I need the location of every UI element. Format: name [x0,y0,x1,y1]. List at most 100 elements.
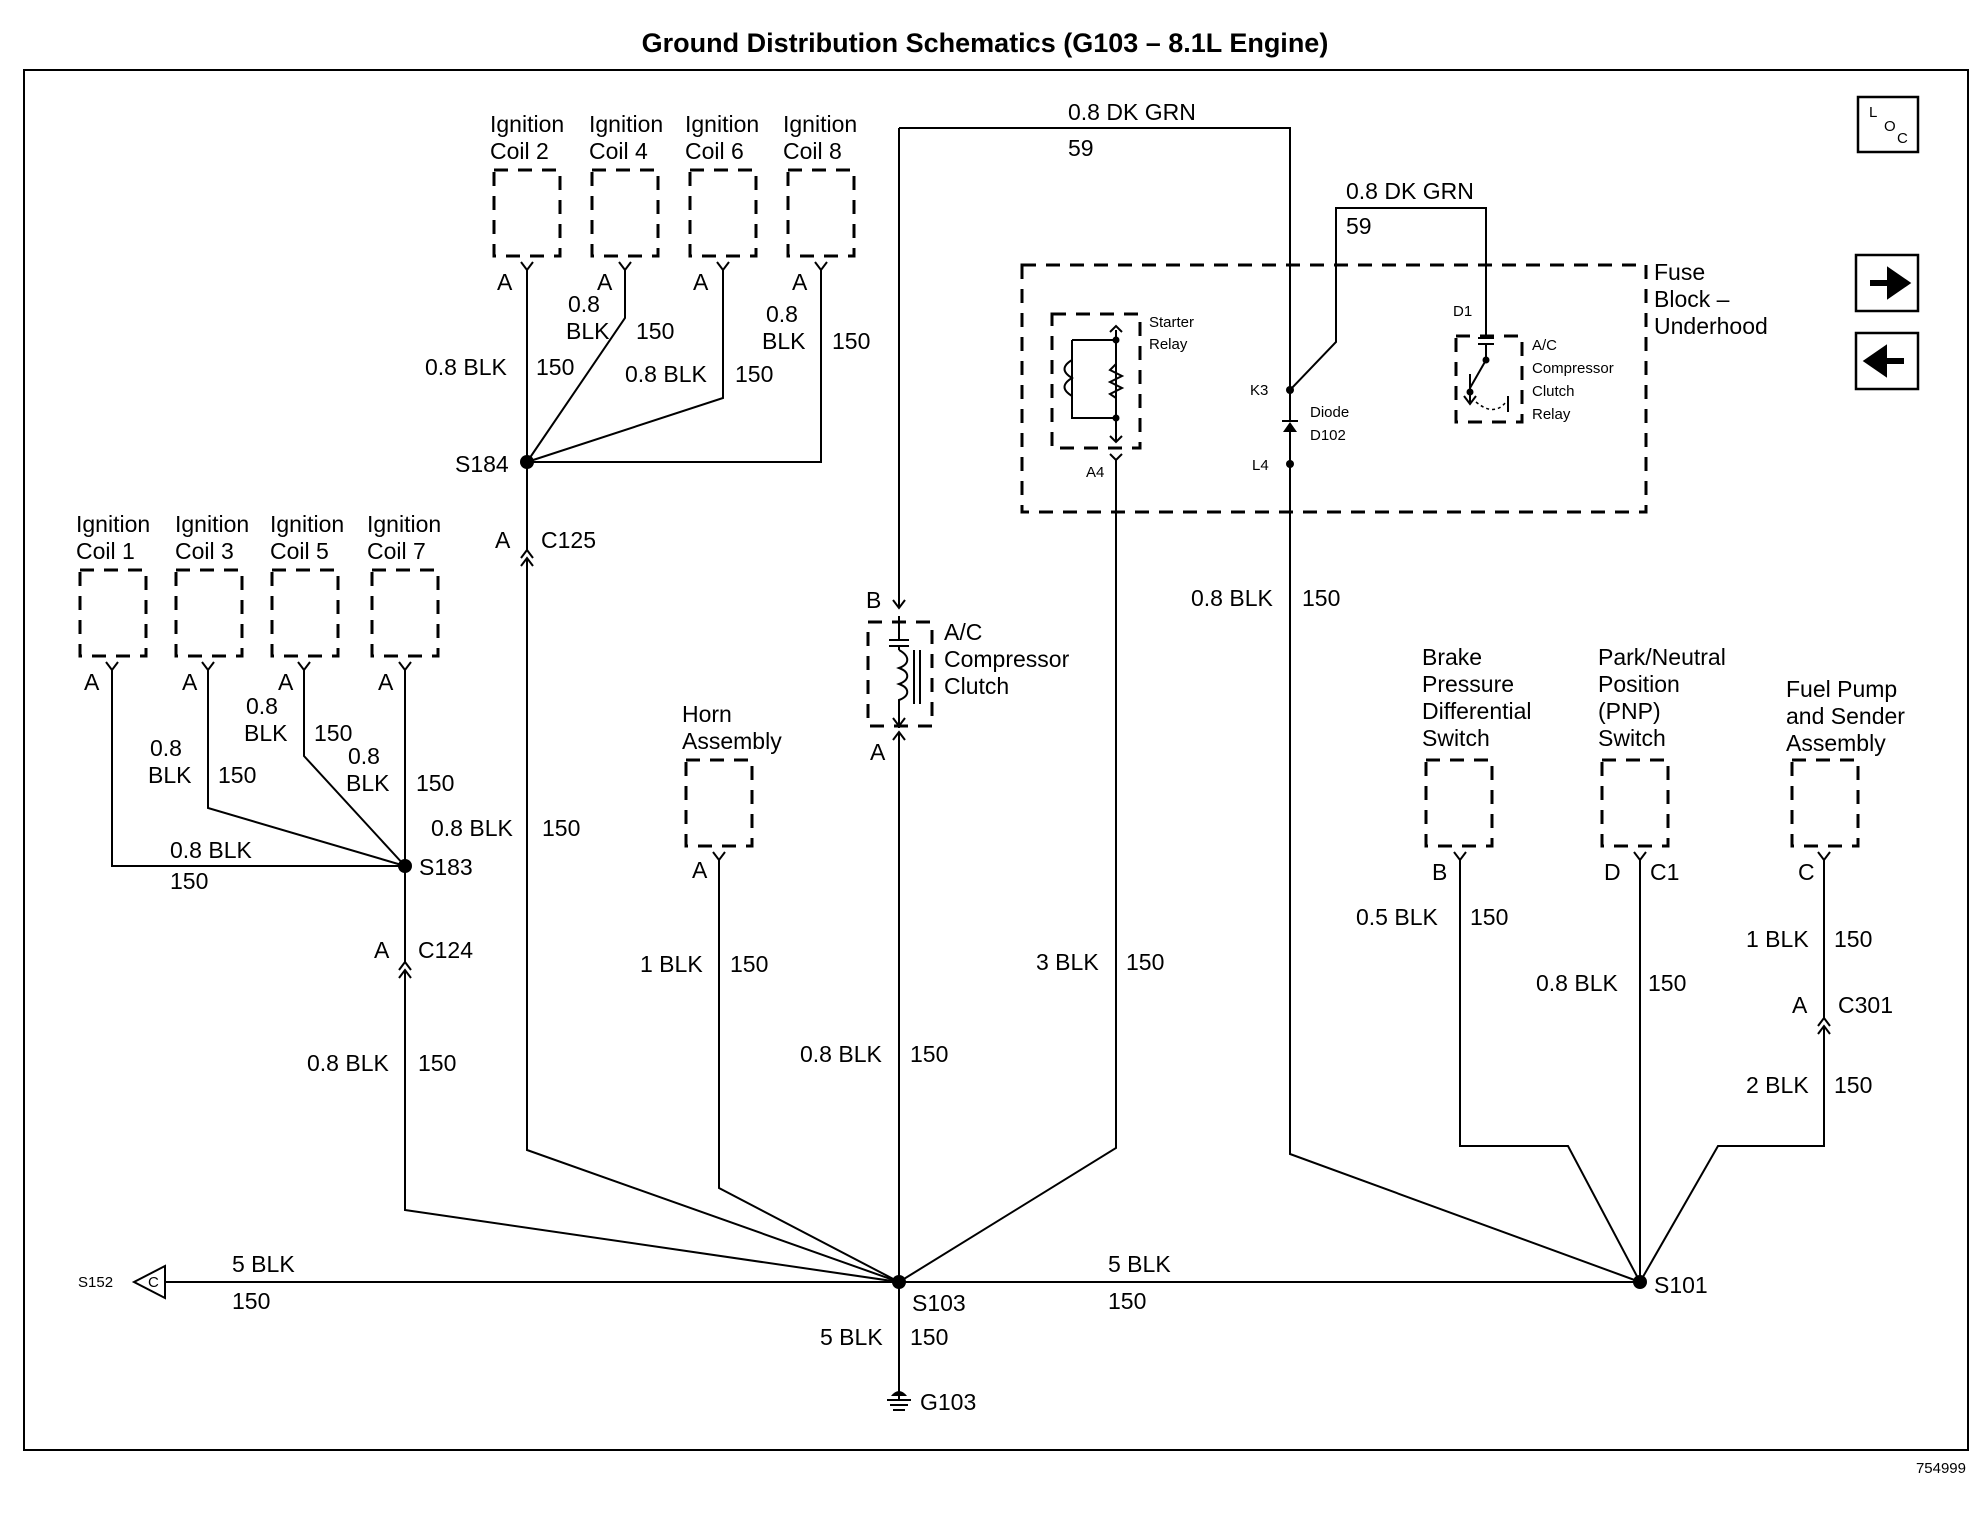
ckt-c124: 150 [418,1050,456,1076]
coil-2-label-line2: Coil 2 [490,138,549,164]
connector-c301-label: C301 [1838,992,1893,1018]
ignition-coil-1: Ignition Coil 1 [76,511,150,658]
coil-3-label-line2: Coil 3 [175,538,234,564]
ignition-coil-5: Ignition Coil 5 [270,511,344,658]
diagram-frame [23,69,1969,1451]
coil-4-label-line1: Ignition [589,111,663,137]
coil-1-wire [105,661,405,867]
pin-a-coil2: A [497,269,513,295]
wire-label-bus-left: 5 BLK [232,1251,295,1277]
wire-color-coil3: BLK [148,762,192,788]
coil-8-label-line1: Ignition [783,111,857,137]
ignition-coil-7: Ignition Coil 7 [367,511,441,658]
ac-relay-label-line2: Compressor [1532,360,1614,377]
coil-5-wire [297,661,406,867]
ckt-dk-grn-relay: 59 [1346,213,1372,239]
wire-gauge-coil3: 0.8 [150,735,182,761]
wire-label-coil1: 0.8 BLK [170,837,252,863]
brake-label-line3: Differential [1422,698,1532,724]
loc-button[interactable]: L O C [1856,95,1920,154]
wire-ac-clutch-feed [892,128,906,610]
coil-2-label-line1: Ignition [490,111,564,137]
pin-a-coil1: A [84,669,100,695]
ac-compressor-clutch [866,616,934,728]
fuel-pump-label-line2: and Sender [1786,703,1905,729]
fuse-block-label-line3: Underhood [1654,313,1768,339]
wire-label-pnp: 0.8 BLK [1536,970,1618,996]
loc-letter-o: O [1884,118,1896,135]
ckt-coil5: 150 [314,720,352,746]
pnp-label-line1: Park/Neutral [1598,644,1726,670]
ground-symbol-icon [887,1391,911,1411]
wire-label-coil2: 0.8 BLK [425,354,507,380]
wire-label-fuel-pump-upper: 1 BLK [1746,926,1809,952]
wire-color-coil4: BLK [566,318,610,344]
fuse-block-underhood [1020,263,1648,514]
ckt-starter-relay: 150 [1126,949,1164,975]
diagram-title: Ground Distribution Schematics (G103 – 8… [642,28,1329,58]
wire-ac-clutch-ground [892,730,906,1282]
pin-a-coil7: A [378,669,394,695]
wire-gauge-coil4: 0.8 [568,291,600,317]
fuel-pump-label-line3: Assembly [1786,730,1886,756]
wire-diode-ground [1289,464,1641,1283]
ckt-coil3: 150 [218,762,256,788]
pin-b-ac-clutch: B [866,587,881,613]
ac-relay-label-line3: Clutch [1532,383,1575,400]
ckt-coil1: 150 [170,868,208,894]
wire-gauge-coil7: 0.8 [348,743,380,769]
brake-switch-wire [1453,851,1641,1283]
wire-label-g103: 5 BLK [820,1324,883,1350]
ckt-coil6: 150 [735,361,773,387]
coil-8-wire [527,261,828,463]
ckt-ac-clutch: 150 [910,1041,948,1067]
ckt-dk-grn-top: 59 [1068,135,1094,161]
starter-relay [1050,312,1142,450]
coil-1-label-line2: Coil 1 [76,538,135,564]
coil-3-wire [201,661,406,867]
wire-starter-relay-ground [898,453,1123,1283]
ac-compressor-clutch-relay [1454,316,1524,424]
wire-color-coil8: BLK [762,328,806,354]
pin-c1-pnp: C1 [1650,859,1679,885]
ckt-fuel-pump-lower: 150 [1834,1072,1872,1098]
ckt-bus-left: 150 [232,1288,270,1314]
wire-dk-grn-59-top [899,127,1291,390]
arrow-right-icon [1870,266,1912,300]
coil-1-label-line1: Ignition [76,511,150,537]
brake-pressure-differential-switch: Brake Pressure Differential Switch [1422,644,1532,848]
coil-5-label-line2: Coil 5 [270,538,329,564]
ac-clutch-label-line1: A/C [944,619,982,645]
brake-label-line1: Brake [1422,644,1482,670]
splice-s103-label: S103 [912,1290,966,1316]
pin-b-brake: B [1432,859,1447,885]
prev-page-button[interactable] [1854,331,1920,391]
ckt-coil4: 150 [636,318,674,344]
coil-6-label-line1: Ignition [685,111,759,137]
loc-letter-l: L [1869,104,1877,121]
arrow-left-icon [1862,344,1904,378]
ckt-g103: 150 [910,1324,948,1350]
wire-color-coil5: BLK [244,720,288,746]
pin-k3: K3 [1250,382,1268,399]
wire-label-c124: 0.8 BLK [307,1050,389,1076]
coil-6-label-line2: Coil 6 [685,138,744,164]
figure-number: 754999 [1916,1460,1966,1477]
starter-relay-label-line2: Relay [1149,336,1188,353]
pin-a-coil4: A [597,269,613,295]
fuel-pump-label-line1: Fuel Pump [1786,676,1897,702]
pnp-label-line2: Position [1598,671,1680,697]
pin-d1: D1 [1453,303,1472,320]
wire-label-coil6: 0.8 BLK [625,361,707,387]
ignition-coil-2: Ignition Coil 2 [490,111,564,258]
ckt-horn: 150 [730,951,768,977]
ckt-diode: 150 [1302,585,1340,611]
next-page-button[interactable] [1854,253,1920,313]
wire-label-dk-grn-relay: 0.8 DK GRN [1346,178,1474,204]
ignition-coil-3: Ignition Coil 3 [174,511,249,658]
horn-assembly: Horn Assembly [682,701,782,848]
horn-label-line1: Horn [682,701,732,727]
wire-gauge-coil8: 0.8 [766,301,798,327]
diode-d102 [1282,390,1298,464]
